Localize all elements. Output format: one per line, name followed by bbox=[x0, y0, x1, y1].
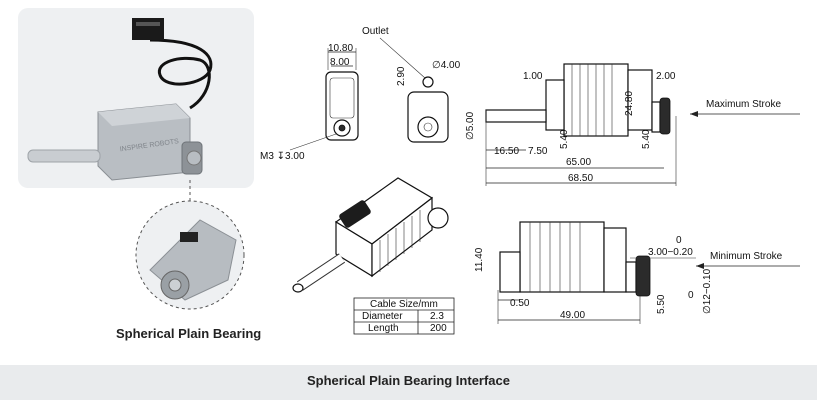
dim-rod-dia: ∅5.00 bbox=[465, 111, 476, 140]
dim-width-inner: 8.00 bbox=[330, 57, 350, 68]
top-main-view: 1.00 2.00 24.80 ∅5.00 16.50 7.50 5.40 5.… bbox=[465, 63, 800, 186]
outlet-label: Outlet bbox=[362, 26, 389, 37]
table-title: Cable Size/mm bbox=[370, 299, 438, 310]
dim-min-dia: ∅12−0.10 bbox=[702, 268, 713, 314]
connector bbox=[132, 18, 164, 40]
dim-min-dia-zero: 0 bbox=[688, 290, 694, 301]
min-stroke-view: 11.40 0 3.00−0.20 0.50 49.00 5.50 ∅12−0.… bbox=[474, 221, 800, 324]
dim-thread: M3 ↧3.00 bbox=[260, 151, 305, 162]
dim-total-length: 68.50 bbox=[568, 173, 593, 184]
dim-top-right: 2.00 bbox=[656, 71, 676, 82]
cable-size-table: Cable Size/mm Diameter 2.3 Length 200 bbox=[353, 297, 455, 335]
dim-top-left: 1.00 bbox=[523, 71, 543, 82]
dim-min-offset: 0.50 bbox=[510, 298, 530, 309]
dim-outlet-height: 2.90 bbox=[396, 66, 407, 86]
dim-bottom-b: 5.40 bbox=[641, 129, 652, 149]
table-row-length-value: 200 bbox=[430, 323, 447, 334]
dim-height: 24.80 bbox=[624, 91, 635, 116]
dim-min-length: 49.00 bbox=[560, 310, 585, 321]
dim-rod-step: 7.50 bbox=[528, 146, 548, 157]
side-view: 10.80 8.00 M3 ↧3.00 bbox=[260, 43, 359, 162]
dim-bottom-a: 5.40 bbox=[559, 129, 570, 149]
front-view: Outlet ∅4.00 2.90 bbox=[362, 26, 461, 143]
dim-rod-length: 16.50 bbox=[494, 146, 519, 157]
minimum-stroke-label: Minimum Stroke bbox=[710, 251, 783, 262]
dim-outlet-dia: ∅4.00 bbox=[432, 60, 461, 71]
bearing-zoom bbox=[135, 180, 245, 310]
dim-body-length: 65.00 bbox=[566, 157, 591, 168]
table-row-diameter-value: 2.3 bbox=[430, 311, 444, 322]
dim-tol-zero: 0 bbox=[676, 235, 682, 246]
footer-bar: Spherical Plain Bearing Interface bbox=[0, 365, 817, 400]
footer-title: Spherical Plain Bearing Interface bbox=[306, 373, 511, 388]
dim-tol-range: 3.00−0.20 bbox=[648, 247, 693, 258]
table-row-diameter-key: Diameter bbox=[362, 311, 403, 322]
dim-min-small: 5.50 bbox=[656, 294, 667, 314]
table-row-length-key: Length bbox=[368, 323, 399, 334]
dim-width-outer: 10.80 bbox=[328, 43, 353, 54]
actuator-photo: INSPIRE ROBOTS bbox=[27, 18, 213, 181]
maximum-stroke-label: Maximum Stroke bbox=[706, 99, 781, 110]
isometric-view bbox=[292, 177, 449, 293]
dim-min-height: 11.40 bbox=[474, 247, 485, 272]
bearing-caption: Spherical Plain Bearing bbox=[116, 326, 262, 341]
